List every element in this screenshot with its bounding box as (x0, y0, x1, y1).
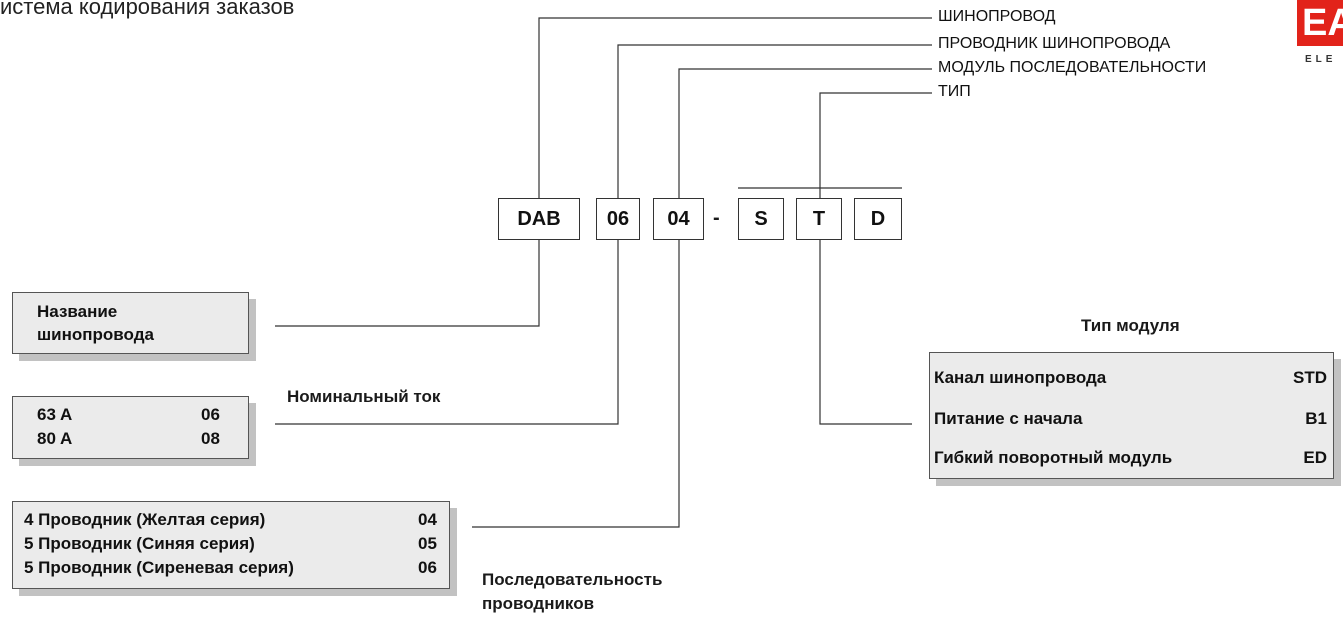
conductor-sequence-row-code: 04 (418, 510, 437, 529)
module-type-panel: Канал шинопровода STD Питание с начала B… (929, 352, 1334, 479)
conductor-sequence-caption-line2: проводников (482, 594, 595, 613)
code-segment-s: S (738, 198, 784, 240)
connector-conductor-legend (617, 44, 932, 198)
connector-type-legend (819, 92, 932, 198)
busway-name-panel: Название шинопровода (12, 292, 249, 354)
connector-module-legend (678, 68, 932, 198)
legend-busway-conductor: ПРОВОДНИК ШИНОПРОВОДА (938, 35, 1171, 52)
code-segment-d: D (854, 198, 902, 240)
conductor-sequence-panel: 4 Проводник (Желтая серия) 04 5 Проводни… (12, 501, 450, 589)
legend-type: ТИП (938, 83, 971, 100)
module-type-row-label: Гибкий поворотный модуль (934, 448, 1173, 467)
busway-name-line2: шинопровода (37, 325, 154, 344)
brand-logo: EA (1297, 0, 1343, 46)
code-segment-busway: DAB (498, 198, 580, 240)
rated-current-row-label: 63 A (37, 405, 73, 424)
conductor-sequence-row-label: 5 Проводник (Синяя серия) (24, 534, 255, 553)
code-segment-sequence: 04 (653, 198, 704, 240)
code-segment-t: T (796, 198, 842, 240)
module-type-caption: Тип модуля (1081, 316, 1180, 335)
rated-current-panel: 63 A 06 80 A 08 (12, 396, 249, 459)
rated-current-row-label: 80 A (37, 429, 73, 448)
page-title: истема кодирования заказов (0, 0, 295, 19)
rated-current-row-code: 08 (201, 429, 220, 448)
connector-rated-current (275, 240, 619, 425)
module-type-row-code: ED (1303, 448, 1327, 467)
rated-current-row-code: 06 (201, 405, 220, 424)
conductor-sequence-row-code: 06 (418, 558, 437, 577)
connector-busway-name (275, 240, 540, 327)
rated-current-caption: Номинальный ток (287, 387, 441, 406)
module-type-row-code: B1 (1305, 409, 1327, 428)
conductor-sequence-row-code: 05 (418, 534, 437, 553)
module-type-row-label: Канал шинопровода (934, 368, 1107, 387)
module-type-row-code: STD (1293, 368, 1327, 387)
conductor-sequence-row-label: 4 Проводник (Желтая серия) (24, 510, 266, 529)
legend-busway: ШИНОПРОВОД (938, 8, 1056, 25)
legend-sequence-module: МОДУЛЬ ПОСЛЕДОВАТЕЛЬНОСТИ (938, 59, 1207, 76)
conductor-sequence-row-label: 5 Проводник (Сиреневая серия) (24, 558, 294, 577)
connector-conductor-sequence (472, 240, 680, 528)
conductor-sequence-caption-line1: Последовательность (482, 570, 663, 589)
connector-busway-legend (538, 17, 932, 198)
busway-name-line1: Название (37, 302, 118, 321)
connector-module-type (819, 240, 912, 425)
brand-logo-subtitle: ELE (1305, 54, 1337, 65)
code-separator: - (713, 207, 720, 229)
code-segment-conductor: 06 (596, 198, 640, 240)
module-type-row-label: Питание с начала (934, 409, 1083, 428)
